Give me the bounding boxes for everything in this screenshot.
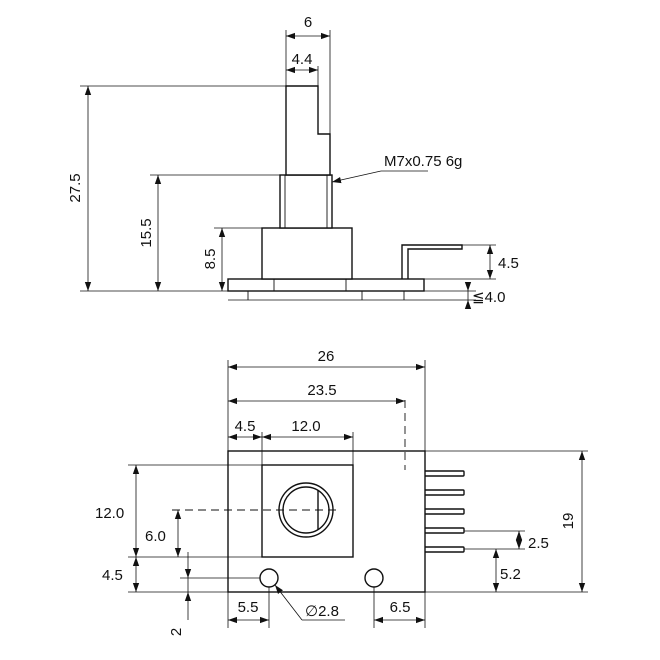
- label-pin-length: ≦4.0: [472, 289, 505, 306]
- label-pin-offset: 5.2: [500, 566, 521, 583]
- label-body-height: 8.5: [202, 249, 219, 270]
- label-hole-left: 5.5: [238, 599, 259, 616]
- side-base-plate: [227, 278, 425, 292]
- side-thread-bushing: [279, 174, 333, 229]
- label-body-height: 12.0: [95, 505, 124, 522]
- label-hole-right: 6.5: [390, 599, 411, 616]
- label-pin-span: 23.5: [307, 382, 336, 399]
- label-hole-diameter: ∅2.8: [305, 603, 339, 620]
- label-thread-callout: M7x0.75 6g: [384, 153, 462, 170]
- side-view: 27.5 15.5 8.5 6 4.4 4.5 ≦4.0 M7x0.75 6g: [67, 14, 519, 309]
- thread-leader-arrow: [331, 170, 382, 184]
- label-overall-width: 26: [318, 348, 335, 365]
- label-flat-width: 4.4: [292, 51, 313, 68]
- mounting-hole-left: [259, 568, 279, 588]
- label-body-width: 12.0: [291, 418, 320, 435]
- side-shaft: [285, 85, 331, 176]
- mounting-hole-right: [364, 568, 384, 588]
- label-terminal-height: 4.5: [498, 255, 519, 272]
- label-total-height: 27.5: [67, 173, 84, 202]
- label-hole-row: 4.5: [102, 567, 123, 584]
- top-view: 26 23.5 4.5 12.0 12.0 6.0 4.5 2 5.5 6.5 …: [95, 348, 588, 636]
- label-offset-left: 4.5: [235, 418, 256, 435]
- side-body: [261, 227, 353, 280]
- label-hole-below: 2: [168, 628, 185, 636]
- side-terminal: [401, 244, 463, 279]
- label-shaft-center: 6.0: [145, 528, 166, 545]
- label-overall-height: 19: [560, 513, 577, 530]
- top-body: [261, 464, 354, 558]
- label-thread-top: 15.5: [138, 218, 155, 247]
- label-shaft-width: 6: [304, 14, 312, 31]
- label-pin-pitch: 2.5: [528, 535, 549, 552]
- hole-leader-arrow: [274, 584, 303, 621]
